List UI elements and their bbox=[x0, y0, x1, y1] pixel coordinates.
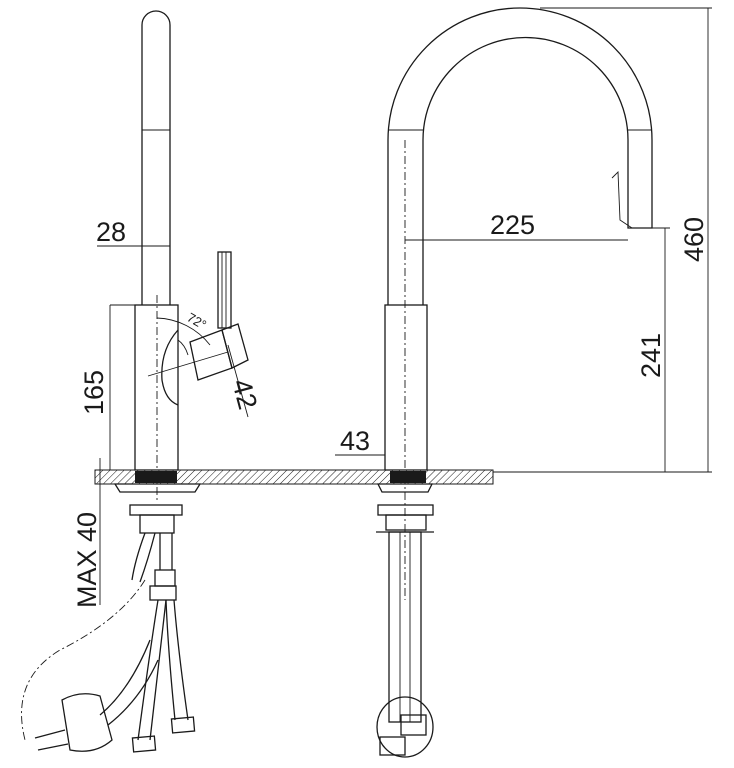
side-supply-hose bbox=[137, 599, 167, 741]
side-weight bbox=[61, 693, 113, 752]
dimension-lines bbox=[97, 7, 712, 605]
side-view-faucet bbox=[21, 10, 249, 753]
countertop bbox=[94, 469, 494, 485]
right-seal-block bbox=[390, 471, 426, 483]
dim-max-deck-thickness: MAX 40 bbox=[72, 512, 102, 608]
front-hose-tube bbox=[388, 531, 422, 723]
side-lever-cap bbox=[221, 323, 249, 369]
dim-total-height: 460 bbox=[679, 217, 709, 262]
side-lever-handle bbox=[217, 251, 232, 329]
front-base-plate bbox=[376, 483, 434, 493]
side-base-plate bbox=[113, 483, 202, 493]
side-lever-cylinder bbox=[189, 329, 233, 381]
side-fitting bbox=[149, 585, 177, 601]
side-hose-nut bbox=[131, 735, 157, 753]
side-nut bbox=[129, 504, 183, 516]
front-hose-loop bbox=[376, 696, 434, 758]
front-hose-nut bbox=[400, 714, 427, 736]
side-lever-detail bbox=[177, 339, 189, 356]
dim-spout-outlet-height: 241 bbox=[636, 333, 666, 378]
front-body bbox=[384, 304, 428, 471]
dim-spout-reach: 225 bbox=[490, 210, 535, 240]
side-supply-stem bbox=[159, 533, 173, 570]
front-nut bbox=[377, 504, 434, 516]
side-lever-dome bbox=[161, 329, 179, 406]
side-weight-hose-end bbox=[34, 729, 69, 751]
dim-lever-axis bbox=[147, 351, 229, 377]
side-hose-nut bbox=[170, 716, 196, 734]
dim-spout-diameter: 28 bbox=[96, 217, 126, 247]
dim-line-lever-diameter bbox=[227, 344, 249, 418]
dim-body-height: 165 bbox=[79, 370, 109, 415]
front-spray-head-detail bbox=[611, 170, 633, 229]
side-body bbox=[134, 304, 179, 471]
dim-lever-diameter: 42 bbox=[226, 376, 263, 413]
side-fitting bbox=[154, 569, 176, 587]
dim-lever-angle: 72° bbox=[185, 310, 210, 333]
front-view-faucet bbox=[376, 7, 653, 758]
side-shower-hose bbox=[139, 532, 156, 583]
front-hose-nut bbox=[379, 736, 406, 756]
dim-arc-lever-angle bbox=[156, 317, 211, 346]
side-hose-path bbox=[21, 579, 146, 741]
side-weight-hose bbox=[99, 639, 159, 726]
front-thread bbox=[385, 514, 427, 531]
front-gooseneck bbox=[387, 7, 653, 305]
dim-body-diameter: 43 bbox=[340, 426, 370, 456]
side-thread bbox=[139, 514, 175, 534]
side-supply-hose bbox=[165, 599, 189, 721]
left-seal-block bbox=[135, 471, 177, 483]
side-spout-tube bbox=[141, 10, 171, 305]
side-shower-hose bbox=[131, 532, 146, 581]
